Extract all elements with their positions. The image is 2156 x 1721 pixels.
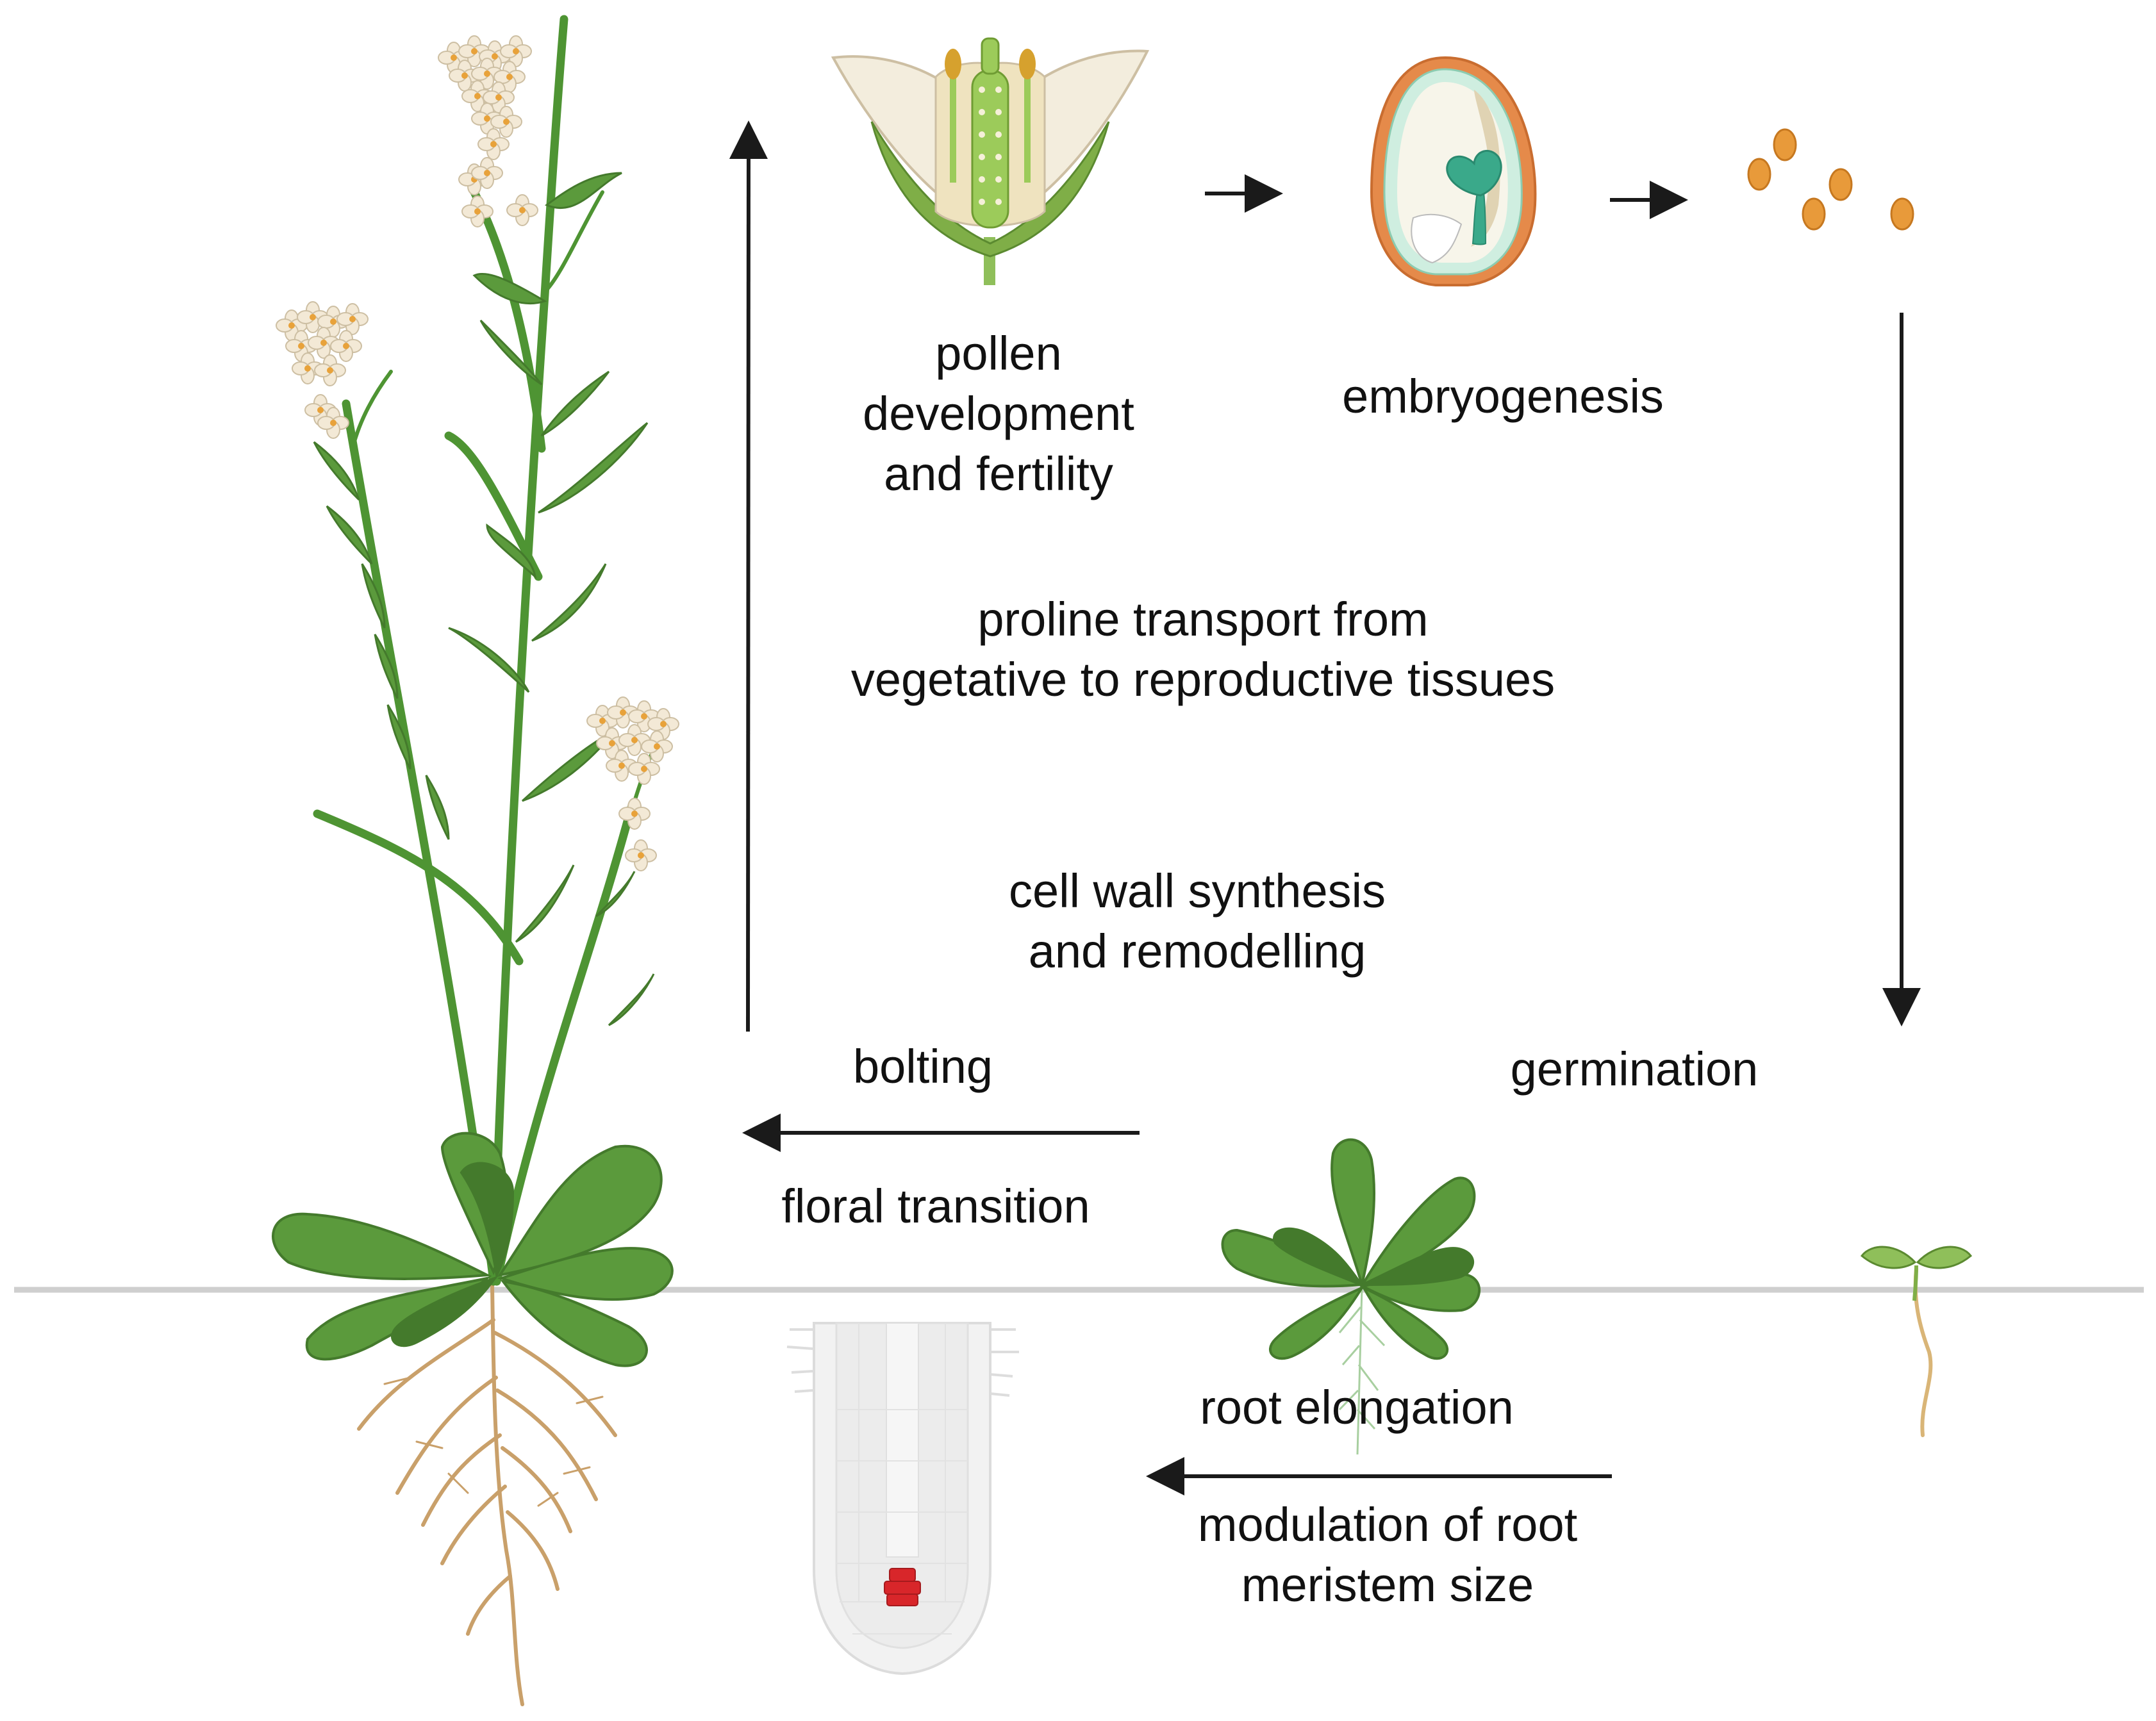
plant-icon (272, 15, 679, 1706)
label-germination: germination (1510, 1042, 1759, 1096)
label-proline-line-2: vegetative to reproductive tissues (850, 653, 1555, 706)
label-cell-wall: cell wall synthesis and remodelling (1009, 861, 1386, 982)
label-root-meristem-line-2: meristem size (1241, 1558, 1534, 1611)
label-pollen-development: pollen development and fertility (863, 324, 1134, 504)
label-root-meristem: modulation of root meristem size (1198, 1495, 1577, 1615)
root-tip-icon (786, 1322, 1019, 1676)
label-cell-wall-line-2: and remodelling (1028, 925, 1366, 978)
arrow-up-left (729, 120, 768, 1032)
label-root-elongation: root elongation (1200, 1381, 1514, 1434)
label-proline-transport: proline transport from vegetative to rep… (851, 589, 1555, 710)
label-bolting: bolting (852, 1040, 993, 1093)
seedling-icon (1860, 1246, 1973, 1437)
label-cell-wall-line-1: cell wall synthesis (1008, 864, 1386, 918)
rosette-icon (1221, 1138, 1480, 1455)
ovule-embryo-icon (1370, 56, 1537, 286)
label-embryogenesis: embryogenesis (1342, 370, 1664, 423)
seeds-icon (1747, 128, 1914, 231)
label-pollen-line-1: pollen (935, 327, 1062, 380)
label-proline-line-1: proline transport from (977, 593, 1429, 646)
label-pollen-line-2: development (863, 387, 1134, 440)
label-root-meristem-line-1: modulation of root (1197, 1498, 1578, 1551)
label-floral-transition: floral transition (781, 1180, 1090, 1233)
flower-section-icon (831, 37, 1150, 285)
label-pollen-line-3: and fertility (884, 447, 1113, 500)
